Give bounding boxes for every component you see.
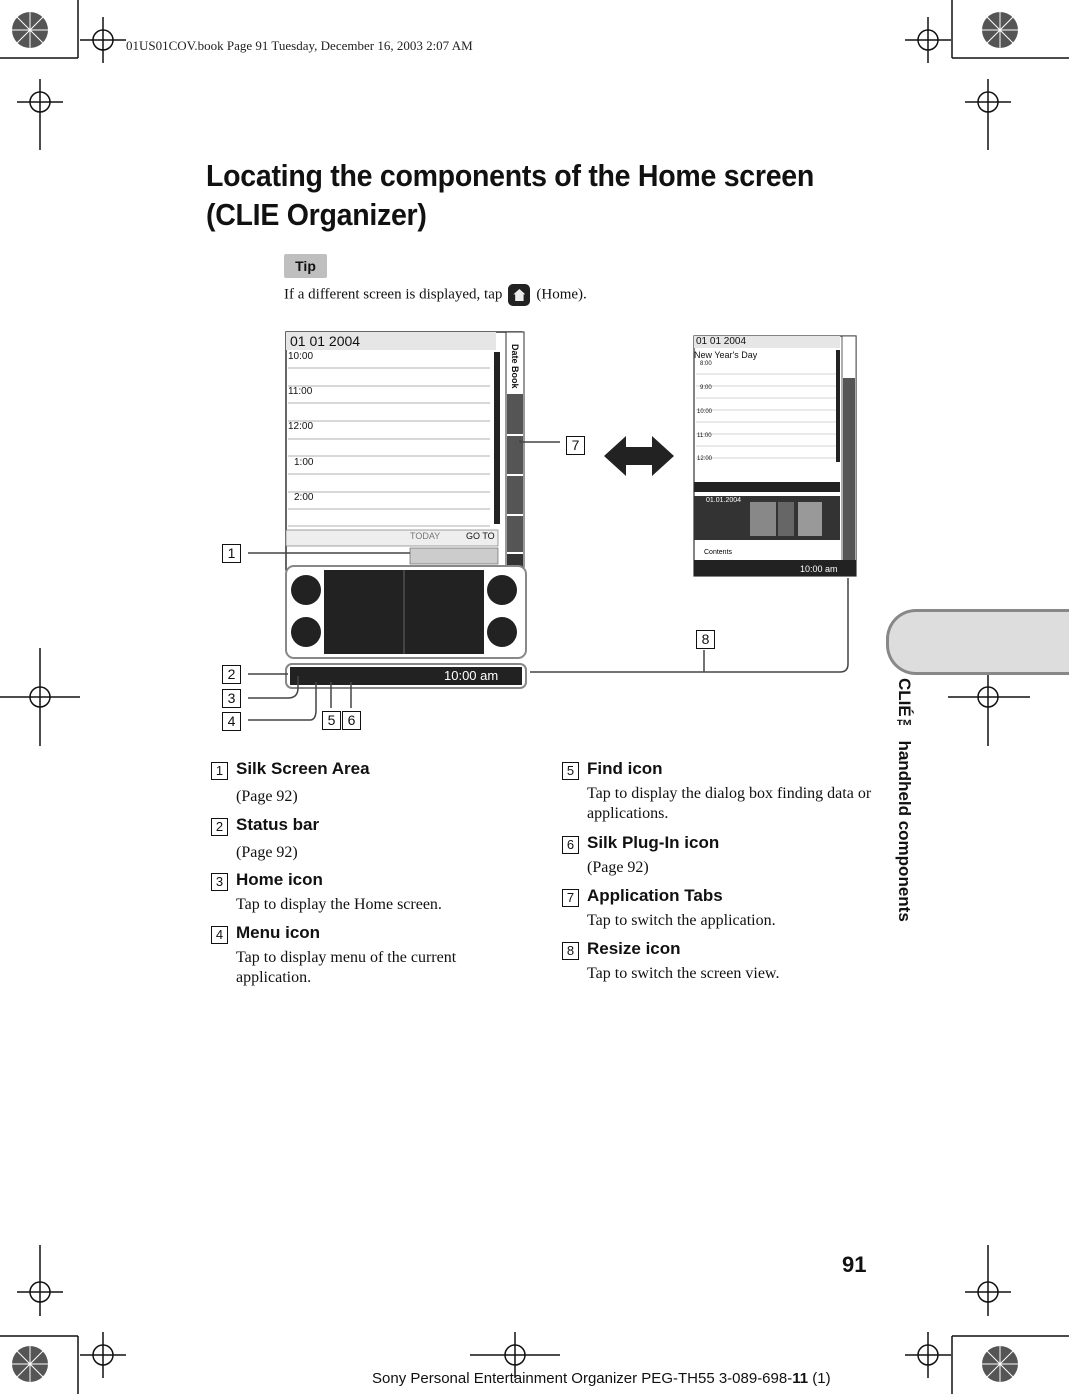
item-6-desc: (Page 92) xyxy=(587,859,649,876)
right-time-1: 8:00 xyxy=(700,361,712,367)
item-1-desc: (Page 92) xyxy=(236,788,298,805)
left-time-5: 2:00 xyxy=(294,492,314,503)
left-goto-button[interactable]: GO TO xyxy=(466,531,495,541)
item-3-num: 3 xyxy=(211,873,228,891)
right-thumb-date: 01.01.2004 xyxy=(706,497,742,504)
item-5-num: 5 xyxy=(562,762,579,780)
left-date: 01 01 2004 xyxy=(290,333,361,349)
page-title: Locating the components of the Home scre… xyxy=(206,156,814,234)
left-time-2: 11:00 xyxy=(288,386,313,397)
callout-leaders xyxy=(248,440,849,721)
item-4-title: Menu icon xyxy=(236,923,321,942)
right-time-2: 9:00 xyxy=(700,385,712,391)
item-6-title: Silk Plug-In icon xyxy=(587,833,720,852)
item-6-num: 6 xyxy=(562,836,579,854)
item-4-num: 4 xyxy=(211,926,228,944)
right-event: New Year's Day xyxy=(694,350,758,360)
header-stamp: 01US01COV.book Page 91 Tuesday, December… xyxy=(126,38,473,53)
home-icon xyxy=(508,284,531,306)
callout-7: 7 xyxy=(566,436,585,455)
double-arrow-icon xyxy=(604,436,674,476)
callout-3: 3 xyxy=(222,689,241,708)
tip-text-before: If a different screen is displayed, tap xyxy=(284,286,503,303)
footer: Sony Personal Entertainment Organizer PE… xyxy=(372,1370,831,1387)
item-8-title: Resize icon xyxy=(587,939,681,958)
item-4-desc: Tap to display menu of the current appli… xyxy=(236,949,457,986)
item-2-num: 2 xyxy=(211,818,228,836)
left-screen-illustration xyxy=(285,331,527,689)
left-tab-datebook[interactable]: Date Book xyxy=(510,344,520,389)
item-7-title: Application Tabs xyxy=(587,886,723,905)
item-2-title: Status bar xyxy=(236,815,320,834)
left-time-3: 12:00 xyxy=(288,421,314,432)
page-number: 91 xyxy=(842,1252,867,1277)
left-status-time: 10:00 am xyxy=(444,668,499,683)
tip-text: If a different screen is displayed, tap (… xyxy=(284,284,587,306)
left-time-4: 1:00 xyxy=(294,457,314,468)
right-screen-illustration xyxy=(693,335,857,577)
right-time-5: 12:00 xyxy=(697,456,713,462)
footer-bold: 11 xyxy=(792,1370,809,1387)
callout-1: 1 xyxy=(222,544,241,563)
item-2-desc: (Page 92) xyxy=(236,844,298,861)
footer-text: Sony Personal Entertainment Organizer PE… xyxy=(372,1370,793,1387)
callout-2: 2 xyxy=(222,665,241,684)
item-5-title: Find icon xyxy=(587,759,663,778)
right-time-4: 11:00 xyxy=(697,433,712,439)
item-7-desc: Tap to switch the application. xyxy=(587,912,776,929)
item-7-num: 7 xyxy=(562,889,579,907)
item-8-num: 8 xyxy=(562,942,579,960)
tip-badge: Tip xyxy=(284,254,327,278)
callout-6: 6 xyxy=(342,711,361,730)
right-time-3: 10:00 xyxy=(697,409,713,415)
callout-4: 4 xyxy=(222,712,241,731)
item-3-desc: Tap to display the Home screen. xyxy=(236,896,442,913)
left-time-1: 10:00 xyxy=(288,351,314,362)
title-line-2: (CLIE Organizer) xyxy=(206,197,427,232)
footer-end: (1) xyxy=(808,1370,831,1387)
section-thumb-tab xyxy=(886,609,1069,675)
callout-5: 5 xyxy=(322,711,341,730)
item-1-title: Silk Screen Area xyxy=(236,759,370,778)
right-caption: boy and girl xyxy=(760,549,797,556)
item-8-desc: Tap to switch the screen view. xyxy=(587,965,780,982)
title-line-1: Locating the components of the Home scre… xyxy=(206,158,815,193)
left-today-button[interactable]: TODAY xyxy=(410,531,441,541)
item-5-desc: Tap to display the dialog box finding da… xyxy=(587,785,872,822)
tip-text-after: (Home). xyxy=(536,286,587,303)
right-contents-label[interactable]: Contents xyxy=(702,549,735,556)
right-date: 01 01 2004 xyxy=(696,336,747,347)
item-3-title: Home icon xyxy=(236,870,323,889)
item-1-num: 1 xyxy=(211,762,228,780)
section-label: CLIÉ™ handheld components xyxy=(895,678,914,922)
callout-8: 8 xyxy=(696,630,715,649)
right-status-time: 10:00 am xyxy=(800,564,838,574)
